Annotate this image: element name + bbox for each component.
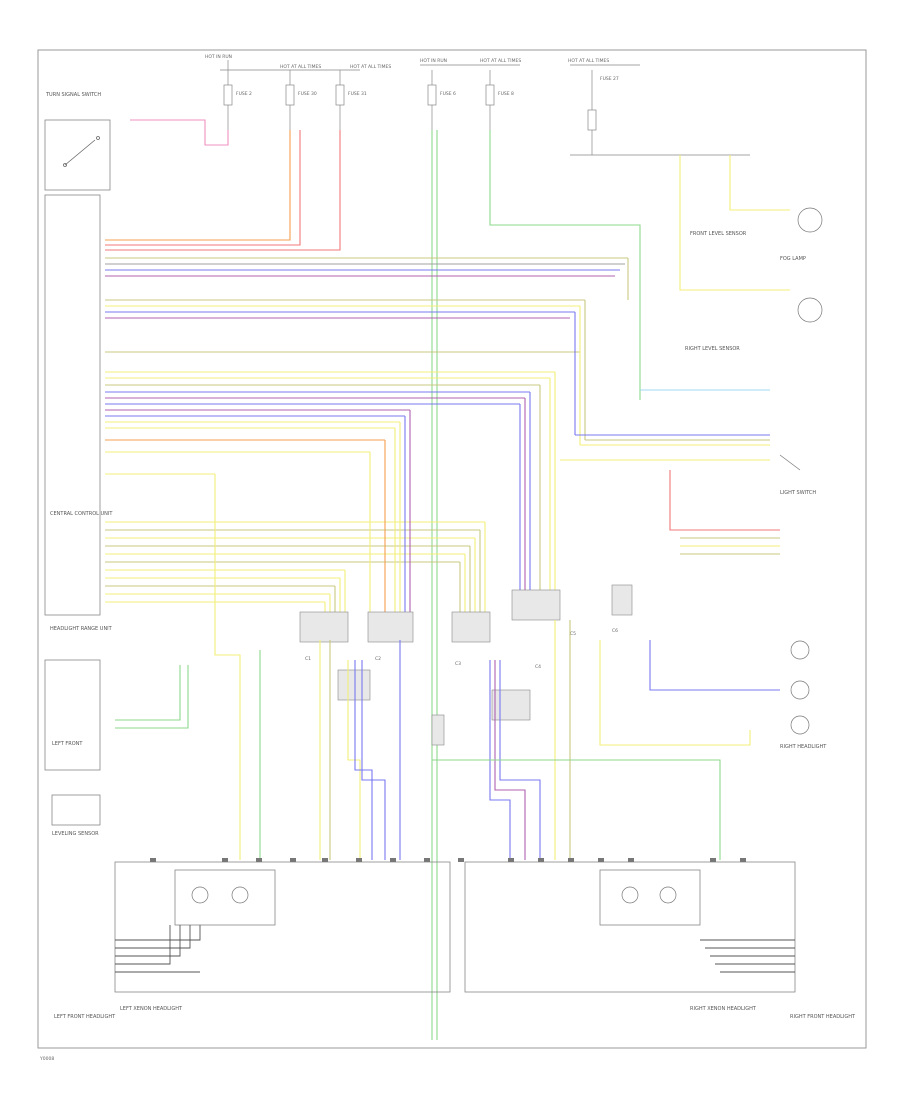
- lower-wires: [115, 620, 780, 860]
- connector-label-4: C4: [535, 664, 541, 670]
- connector-label-3: C3: [455, 661, 461, 667]
- fuse-label-6: FUSE 27: [600, 76, 619, 82]
- vertical-drops: [214, 258, 629, 860]
- bus-wires: [105, 257, 628, 603]
- right-components: [779, 207, 823, 735]
- right-headlight-assembly: [464, 861, 796, 993]
- fuse-label-4: FUSE 6: [440, 91, 456, 97]
- connector-label-5: C5: [570, 631, 576, 637]
- sensor-label: LEVELING SENSOR: [52, 831, 99, 837]
- right-inner-box: [599, 869, 701, 926]
- connector-label-6: C6: [612, 628, 618, 634]
- headlight-bulbs: [191, 886, 677, 904]
- fog-lamp-label: FOG LAMP: [780, 256, 806, 262]
- turn-switch-label: TURN SIGNAL SWITCH: [45, 92, 101, 98]
- turn-switch-symbol: [63, 136, 100, 167]
- fuse-label-5: FUSE 8: [498, 91, 514, 97]
- left-headlight-assembly: [114, 861, 451, 993]
- sensor-box: [51, 794, 101, 826]
- top-label-3: HOT AT ALL TIMES: [350, 64, 391, 70]
- range-unit-box: [44, 659, 101, 771]
- range-unit-label: HEADLIGHT RANGE UNIT: [50, 626, 113, 632]
- top-label-5: HOT AT ALL TIMES: [480, 58, 521, 64]
- right-sensor-label: RIGHT LEVEL SENSOR: [685, 346, 740, 352]
- ground-wires: [115, 925, 795, 973]
- page-label: Y0008: [39, 1056, 54, 1062]
- top-label-2: HOT AT ALL TIMES: [280, 64, 321, 70]
- fuse-label-1: FUSE 2: [236, 91, 252, 97]
- top-label-4: HOT IN RUN: [420, 58, 447, 64]
- connector-label-2: C2: [375, 656, 381, 662]
- lamp-left-label: LEFT FRONT: [52, 741, 83, 747]
- connector-blocks: [299, 584, 633, 746]
- switch-label: LIGHT SWITCH: [780, 490, 816, 496]
- fuse-boxes: [223, 84, 597, 131]
- module-label: CENTRAL CONTROL UNIT: [50, 511, 113, 517]
- bottom-pin-row: [150, 858, 746, 862]
- central-module-box: [44, 194, 101, 616]
- top-label-1: HOT IN RUN: [205, 54, 232, 60]
- left-inner-box: [174, 869, 276, 926]
- top-drop-wires: [105, 119, 641, 1040]
- connector-label-1: C1: [305, 656, 311, 662]
- diagram-frame: [37, 49, 867, 1049]
- top-label-6: HOT AT ALL TIMES: [568, 58, 609, 64]
- front-sensor-label: FRONT LEVEL SENSOR: [690, 231, 747, 237]
- right-assy-label: RIGHT FRONT HEADLIGHT: [790, 1014, 856, 1020]
- fuse-label-3: FUSE 31: [348, 91, 367, 97]
- turn-switch-box: [44, 119, 111, 191]
- right-lamp-label: RIGHT HEADLIGHT: [780, 744, 827, 750]
- left-assy-label: LEFT FRONT HEADLIGHT: [54, 1014, 116, 1020]
- bottom-note-right: RIGHT XENON HEADLIGHT: [690, 1006, 757, 1012]
- bottom-note-left: LEFT XENON HEADLIGHT: [120, 1006, 183, 1012]
- right-wires: [560, 155, 790, 555]
- fuse-label-2: FUSE 30: [298, 91, 317, 97]
